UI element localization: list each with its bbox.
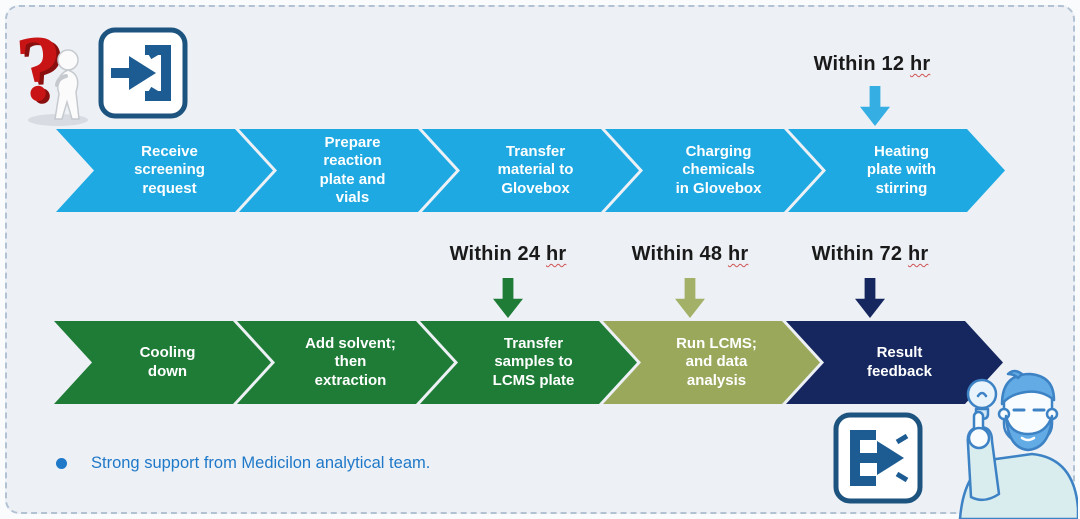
- timing-label-12hr: Within 12 hr: [787, 53, 957, 76]
- timing-label-48hr: Within 48 hr: [605, 243, 775, 266]
- timing-unit: hr: [545, 243, 567, 265]
- enter-icon: [98, 27, 188, 119]
- timing-unit: hr: [909, 53, 931, 75]
- bullet-dot-icon: [56, 458, 67, 469]
- flow-step-label: Charging chemicals in Glovebox: [675, 143, 762, 197]
- timing-text: Within 24: [449, 243, 541, 265]
- timing-text: Within 72: [811, 243, 903, 265]
- flow-step-label: Run LCMS; and data analysis: [676, 335, 757, 389]
- flow-step-label: Cooling down: [139, 344, 196, 380]
- timing-label-24hr: Within 24 hr: [423, 243, 593, 266]
- timing-text: Within 12: [813, 53, 905, 75]
- flow-step-label: Prepare reaction plate and vials: [319, 133, 386, 206]
- timing-unit: hr: [907, 243, 929, 265]
- flow-step-label: Result feedback: [866, 344, 933, 380]
- flow-step-label: Add solvent; then extraction: [305, 335, 396, 389]
- timing-label-72hr: Within 72 hr: [785, 243, 955, 266]
- timing-unit: hr: [727, 243, 749, 265]
- question-mark-icon: ? ?: [12, 15, 88, 126]
- flow-step-label: Heating plate with stirring: [866, 143, 937, 197]
- question-mark-thinker-illustration: ? ?: [8, 15, 98, 128]
- flow-step-label: Transfer material to Glovebox: [497, 143, 574, 197]
- support-note: Strong support from Medicilon analytical…: [56, 454, 430, 473]
- support-note-text: Strong support from Medicilon analytical…: [91, 454, 431, 472]
- exit-icon: [833, 412, 923, 504]
- flow-step-label: Receive screening request: [134, 143, 205, 197]
- flow-step-label: Transfer samples to LCMS plate: [492, 335, 575, 389]
- idea-man-illustration: [938, 366, 1080, 519]
- timing-text: Within 48: [631, 243, 723, 265]
